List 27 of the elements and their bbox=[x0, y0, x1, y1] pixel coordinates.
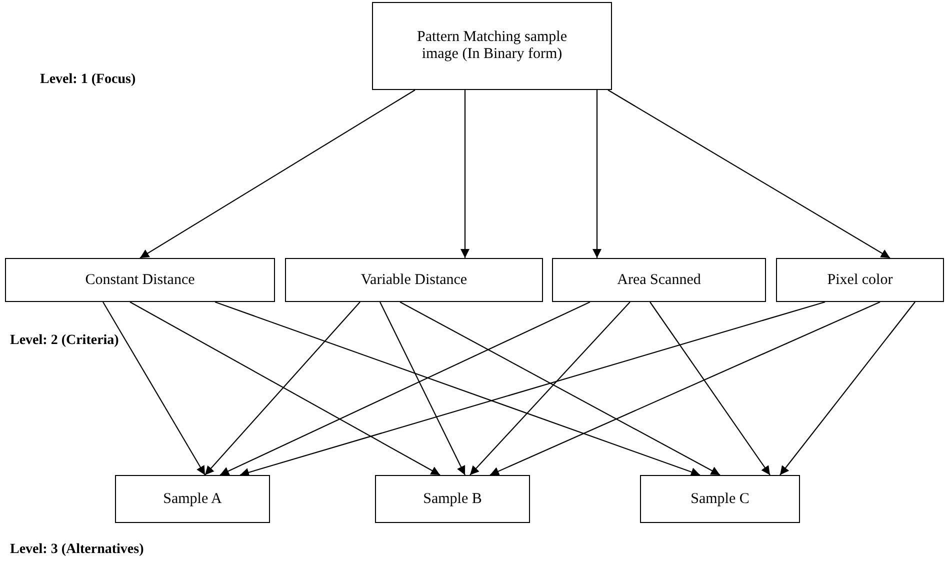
arrow bbox=[592, 90, 602, 258]
node-box: Pixel color bbox=[776, 258, 944, 302]
arrow bbox=[102, 302, 206, 476]
arrow bbox=[220, 302, 590, 476]
arrow bbox=[460, 90, 470, 258]
level-label: Level: 3 (Alternatives) bbox=[10, 542, 145, 558]
node-box: Sample B bbox=[375, 475, 530, 523]
arrow bbox=[204, 302, 360, 476]
arrow bbox=[490, 302, 880, 476]
arrow bbox=[400, 302, 720, 476]
arrow bbox=[380, 302, 466, 476]
arrow bbox=[650, 302, 770, 476]
arrow bbox=[130, 302, 440, 476]
level-label: Level: 1 (Focus) bbox=[40, 72, 137, 88]
arrow bbox=[140, 90, 416, 258]
node-box: Variable Distance bbox=[285, 258, 543, 302]
arrow bbox=[780, 302, 916, 476]
arrow bbox=[470, 302, 630, 476]
arrow bbox=[214, 301, 700, 476]
arrow bbox=[240, 301, 826, 477]
goal-box: Pattern Matching sample image (In Binary form) bbox=[372, 2, 612, 90]
node-box: Constant Distance bbox=[5, 258, 275, 302]
node-box: Sample A bbox=[115, 475, 270, 523]
arrow bbox=[608, 90, 890, 258]
node-box: Area Scanned bbox=[552, 258, 766, 302]
level-label: Level: 2 (Criteria) bbox=[10, 333, 120, 349]
node-box: Sample C bbox=[640, 475, 800, 523]
